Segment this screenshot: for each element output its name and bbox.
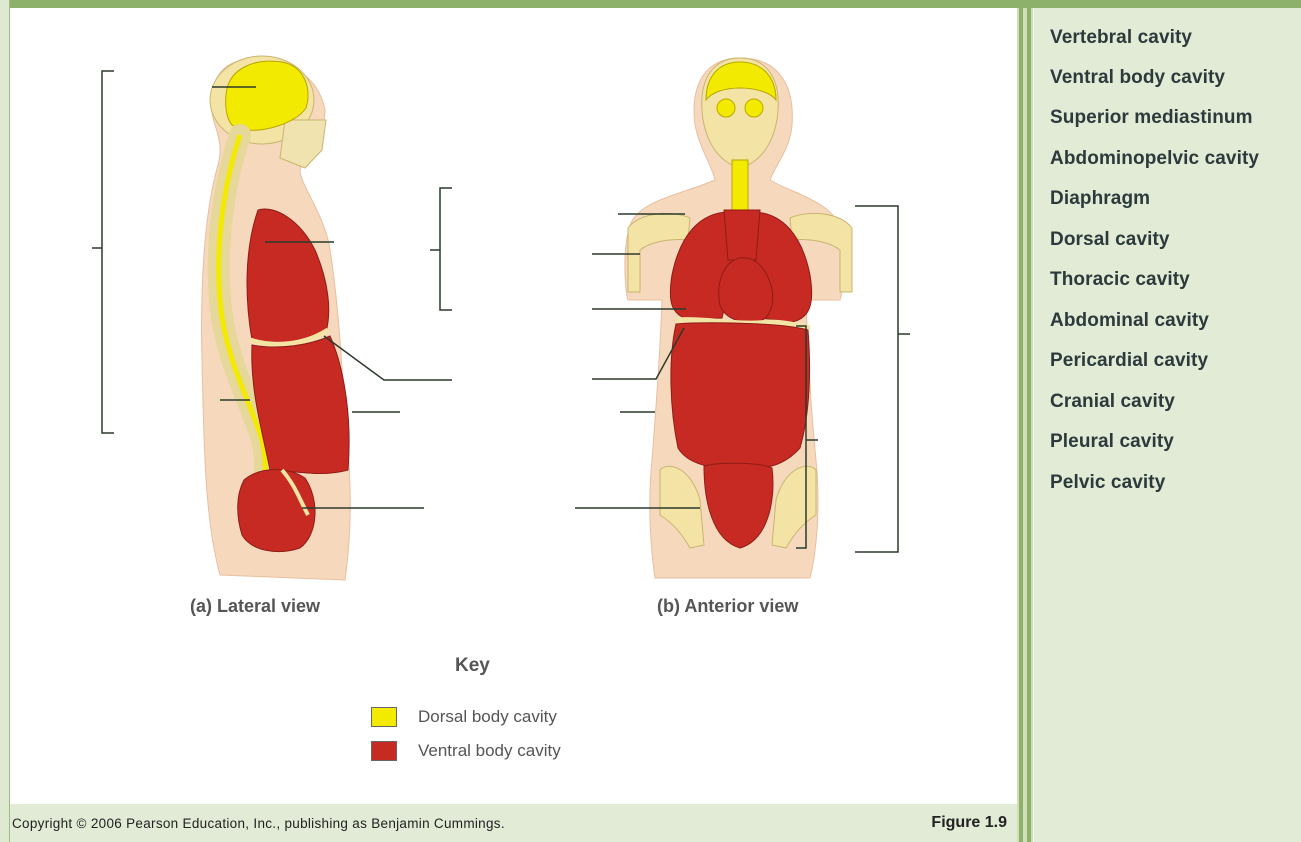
lateral-figure — [202, 56, 351, 580]
label-thoracic-cavity[interactable]: Thoracic cavity — [1050, 269, 1190, 291]
label-pericardial-cavity[interactable]: Pericardial cavity — [1050, 350, 1208, 372]
anterior-superior-mediastinum — [724, 210, 760, 260]
lateral-view-caption: (a) Lateral view — [190, 596, 320, 617]
anterior-neck-spine — [732, 160, 748, 210]
dorsal-key-label: Dorsal body cavity — [418, 707, 557, 727]
lateral-pelvic-cavity — [238, 470, 315, 552]
label-dorsal-cavity[interactable]: Dorsal cavity — [1050, 229, 1170, 251]
bracket-dorsal-lateral — [92, 71, 114, 433]
anterior-left-orbit — [717, 99, 735, 117]
anterior-view-caption: (b) Anterior view — [657, 596, 798, 617]
label-diaphragm[interactable]: Diaphragm — [1050, 188, 1150, 210]
divider-rail-right — [1027, 8, 1031, 842]
anterior-figure — [625, 58, 852, 578]
label-word-bank: Vertebral cavity Ventral body cavity Sup… — [1034, 8, 1301, 842]
bracket-thoracic-anterior — [430, 188, 452, 310]
label-abdominal-cavity[interactable]: Abdominal cavity — [1050, 310, 1209, 332]
label-pleural-cavity[interactable]: Pleural cavity — [1050, 431, 1174, 453]
label-superior-mediastinum[interactable]: Superior mediastinum — [1050, 107, 1253, 129]
footer-bar: Copyright © 2006 Pearson Education, Inc.… — [10, 804, 1017, 842]
divider-rail-left — [1019, 8, 1023, 842]
anterior-abdominal-cavity — [671, 323, 810, 470]
leader-lateral-diaphragm — [324, 336, 452, 380]
anterior-right-orbit — [745, 99, 763, 117]
ventral-key-swatch — [371, 741, 397, 761]
label-pelvic-cavity[interactable]: Pelvic cavity — [1050, 472, 1165, 494]
body-cavities-illustration — [0, 0, 1017, 804]
label-vertebral-cavity[interactable]: Vertebral cavity — [1050, 27, 1192, 49]
key-title: Key — [455, 655, 490, 677]
lateral-abdominal-cavity — [252, 336, 349, 474]
label-abdominopelvic-cavity[interactable]: Abdominopelvic cavity — [1050, 148, 1259, 170]
copyright-text: Copyright © 2006 Pearson Education, Inc.… — [12, 816, 505, 831]
panel-divider — [1017, 8, 1033, 842]
dorsal-key-swatch — [371, 707, 397, 727]
label-cranial-cavity[interactable]: Cranial cavity — [1050, 391, 1175, 413]
bracket-ventral — [855, 206, 910, 552]
label-ventral-body-cavity[interactable]: Ventral body cavity — [1050, 67, 1225, 89]
ventral-key-label: Ventral body cavity — [418, 741, 561, 761]
figure-number: Figure 1.9 — [931, 814, 1007, 832]
lateral-face-bones — [280, 120, 326, 168]
